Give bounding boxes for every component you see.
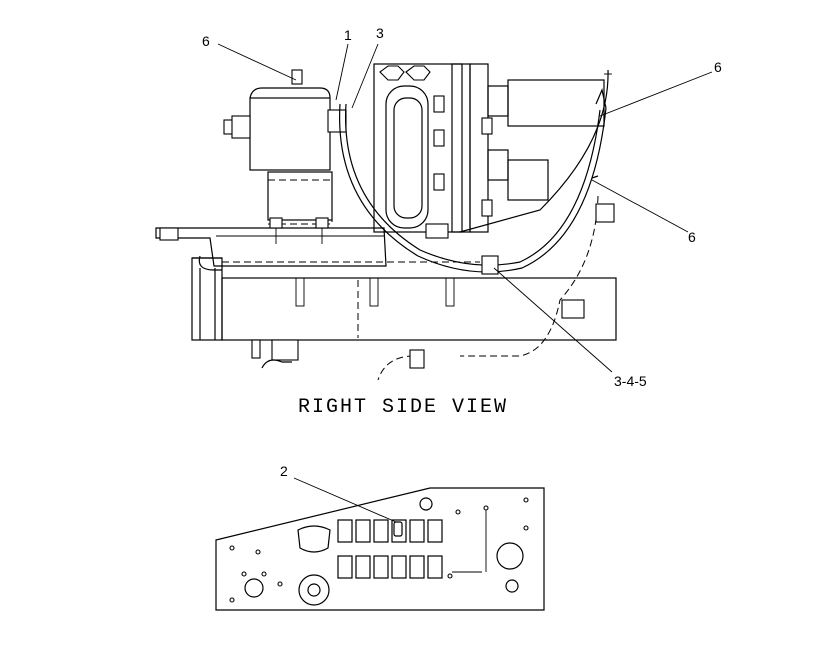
switch-grid (337, 519, 443, 579)
cylinder-block (459, 63, 612, 233)
callout-6-right: 6 (688, 229, 696, 245)
side-view-assembly (155, 63, 617, 381)
callout-3-4-5: 3-4-5 (614, 373, 647, 389)
gauge-cutouts (229, 497, 529, 606)
control-panel (215, 487, 545, 611)
callout-6-top-left: 6 (202, 33, 210, 49)
bracket-tower (373, 63, 471, 239)
solenoid-component (223, 69, 347, 244)
leader-lines-side (217, 43, 713, 373)
callout-6-top-right: 6 (714, 59, 722, 75)
callout-2: 2 (280, 463, 288, 479)
mounting-plate (155, 227, 387, 267)
callout-1: 1 (344, 27, 352, 43)
hose-lines (198, 88, 615, 381)
view-title: RIGHT SIDE VIEW (298, 396, 508, 419)
callout-3: 3 (376, 25, 384, 41)
base-frame (191, 257, 617, 341)
lower-fittings (251, 339, 299, 369)
